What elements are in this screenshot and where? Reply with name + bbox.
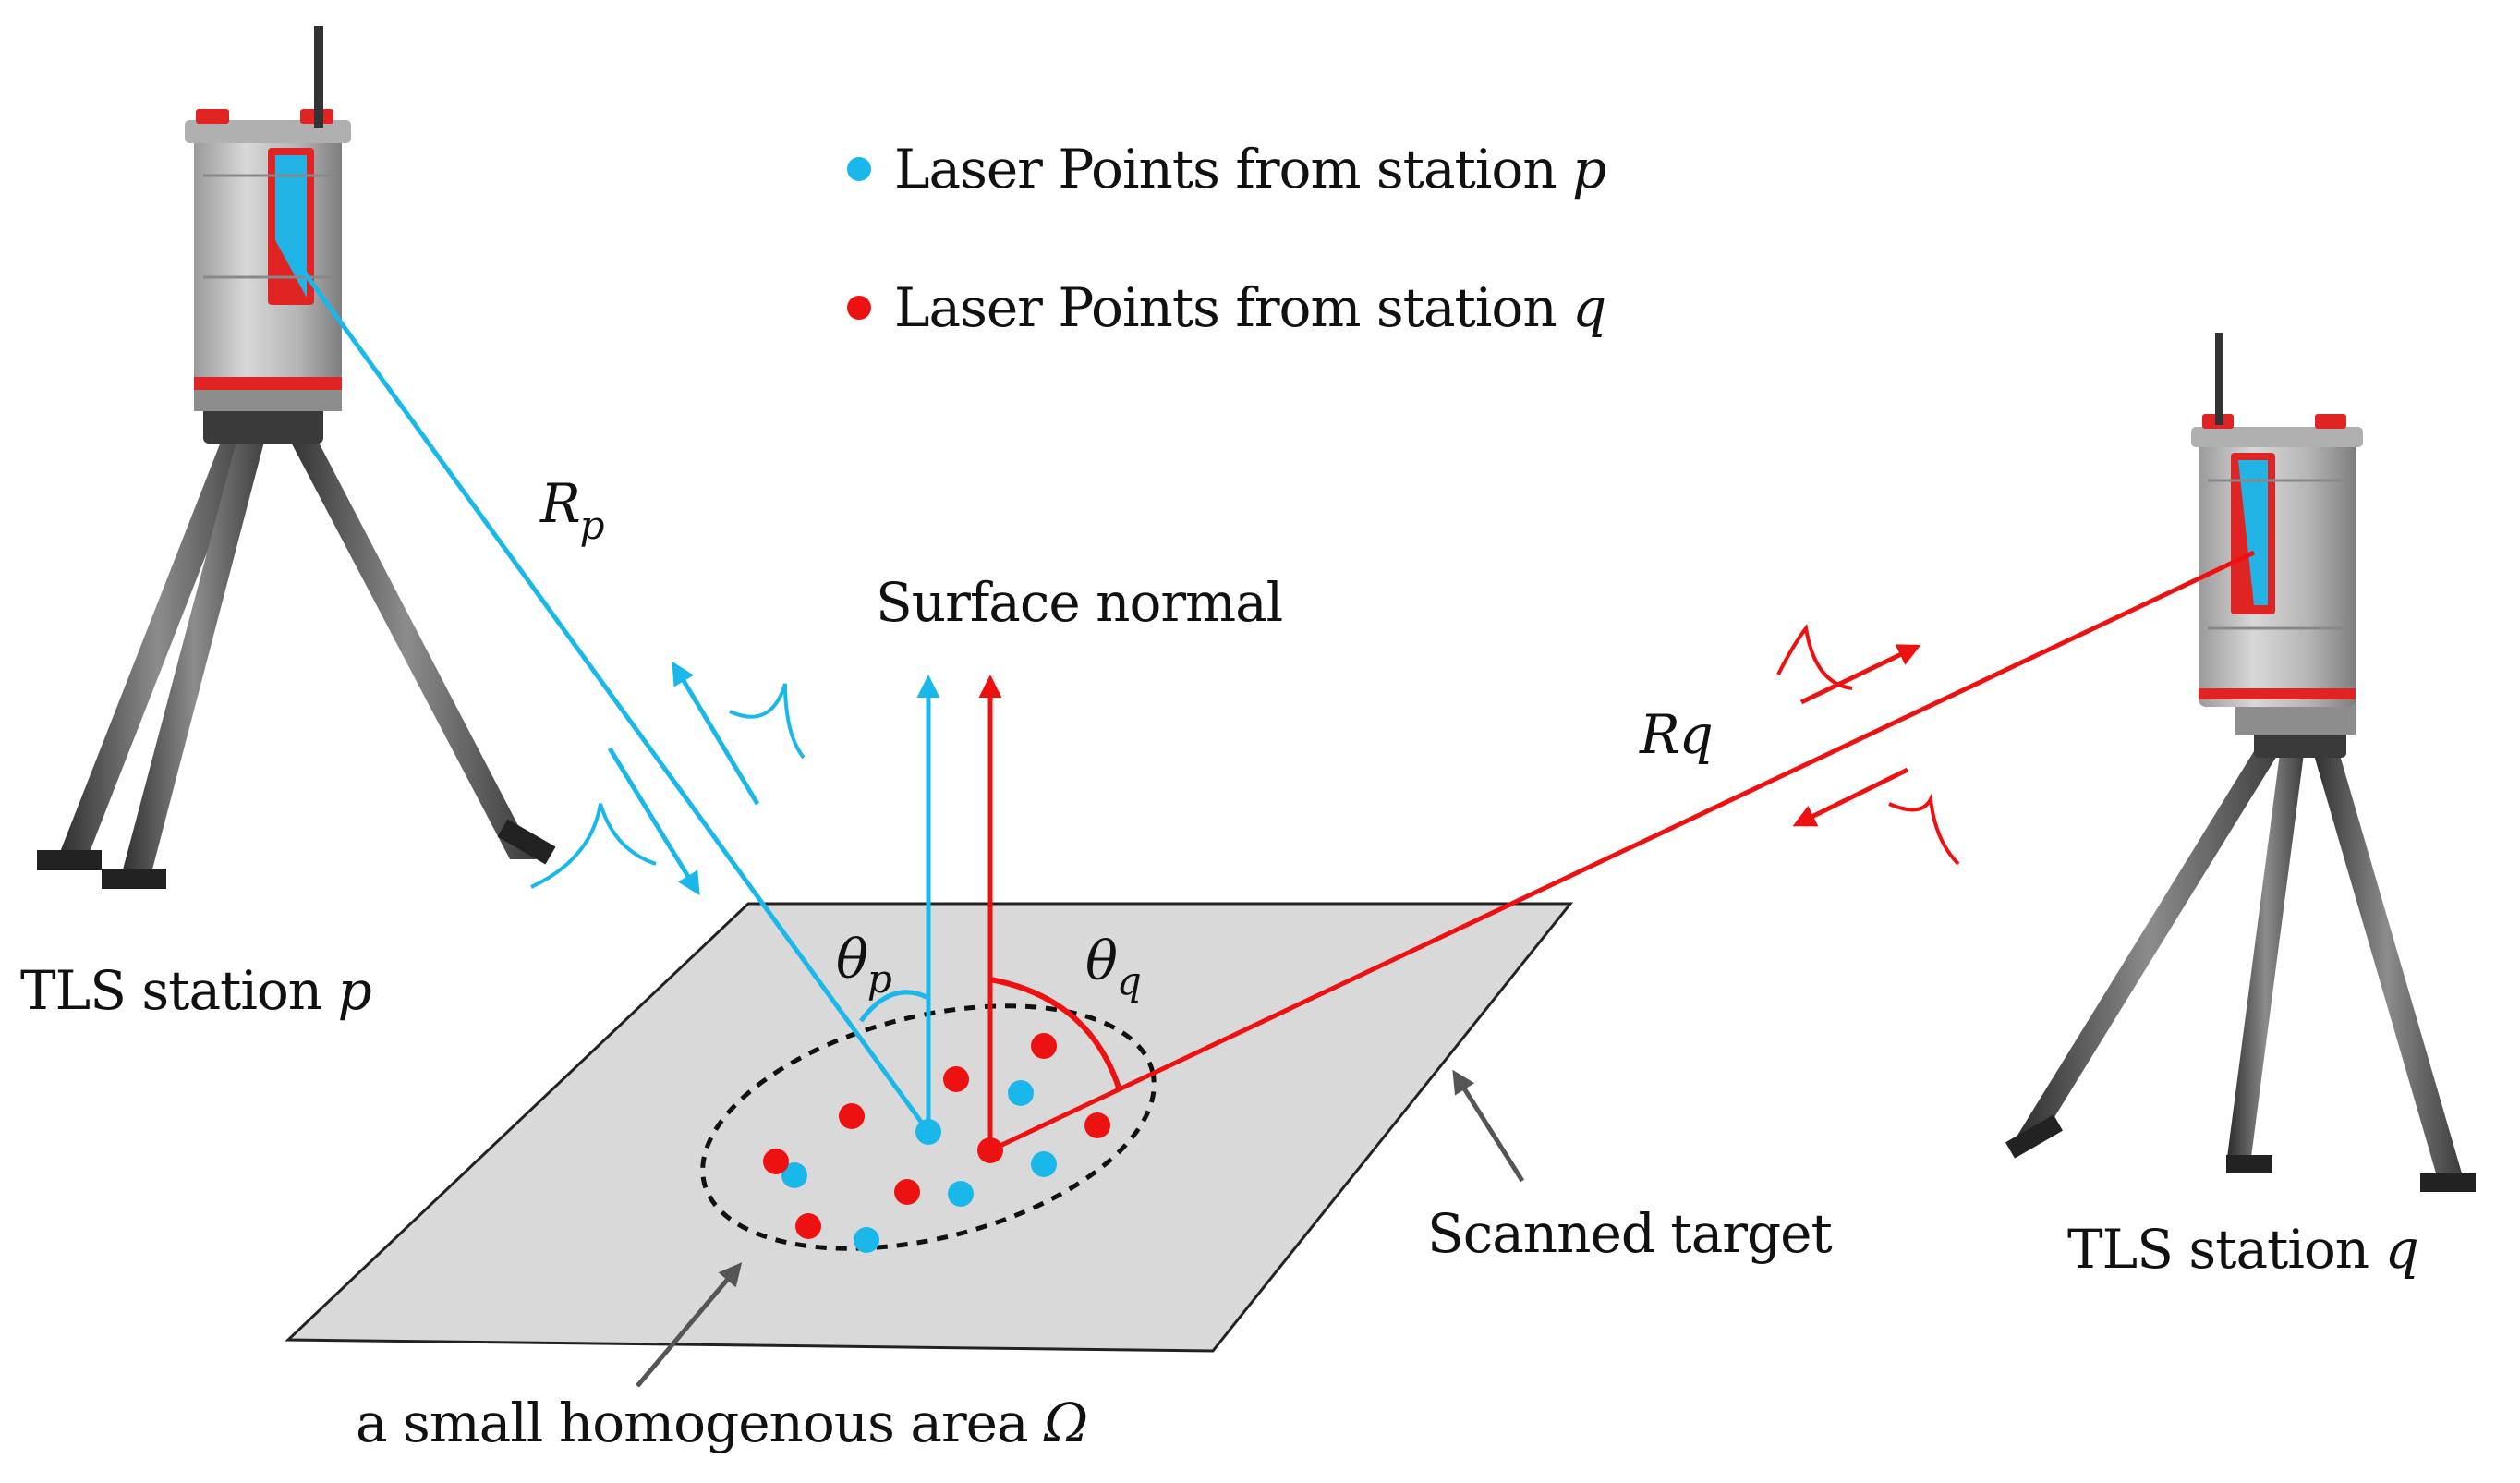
laser-point-q xyxy=(894,1179,920,1205)
legend: Laser Points from station p Laser Points… xyxy=(847,138,1606,339)
laser-point-q xyxy=(1031,1033,1057,1059)
laser-point-q xyxy=(943,1066,969,1092)
pulse-waveform-icon xyxy=(1888,793,1960,866)
station-p-label: TLS station p xyxy=(20,959,371,1022)
pulse-waveform-icon xyxy=(530,803,657,889)
legend-marker-p xyxy=(847,157,871,181)
laser-point-p xyxy=(854,1227,879,1253)
range-p-label: Rp xyxy=(539,472,604,548)
laser-point-p xyxy=(915,1119,941,1145)
station-q-label: TLS station q xyxy=(2067,1218,2418,1281)
laser-point-p xyxy=(1031,1151,1057,1177)
pulse-return-arrow-q xyxy=(1792,767,1909,827)
scanned-target-pointer-arrow xyxy=(1452,1069,1525,1183)
pulse-waveform-icon xyxy=(1776,624,1853,690)
scanned-target-label: Scanned target xyxy=(1427,1202,1832,1265)
legend-marker-q xyxy=(847,296,871,320)
laser-point-q xyxy=(795,1213,821,1239)
laser-point-p xyxy=(1008,1080,1034,1106)
pulse-out-arrow-p xyxy=(607,747,700,896)
homogenous-area-label: a small homogenous area Ω xyxy=(356,1392,1087,1454)
theta-q-label: θq xyxy=(1085,930,1141,1003)
range-q-label: Rq xyxy=(1639,703,1713,766)
area-pointer-arrow xyxy=(636,1262,743,1388)
legend-label-p: Laser Points from station p xyxy=(894,138,1605,201)
laser-point-q xyxy=(763,1149,789,1174)
laser-point-p xyxy=(948,1181,974,1207)
angle-arc-p xyxy=(858,990,930,1023)
pulse-out-arrow-q xyxy=(1799,644,1921,705)
range-beam-p xyxy=(282,243,931,1134)
tls-scanner-q-icon xyxy=(2005,333,2476,1192)
laser-points xyxy=(763,1033,1110,1253)
laser-point-p xyxy=(781,1162,807,1188)
angle-arc-q xyxy=(989,977,1122,1091)
laser-point-q xyxy=(839,1103,865,1129)
legend-label-q: Laser Points from station q xyxy=(894,276,1605,339)
surface-normal-label: Surface normal xyxy=(876,571,1282,634)
range-beam-q xyxy=(988,550,2256,1153)
pulse-return-arrow-p xyxy=(672,661,760,806)
tls-scanner-p-icon xyxy=(37,26,556,889)
theta-p-label: θp xyxy=(836,928,891,1002)
laser-point-q xyxy=(977,1137,1003,1163)
pulse-waveform-icon xyxy=(729,683,806,760)
laser-point-q xyxy=(1084,1112,1110,1138)
